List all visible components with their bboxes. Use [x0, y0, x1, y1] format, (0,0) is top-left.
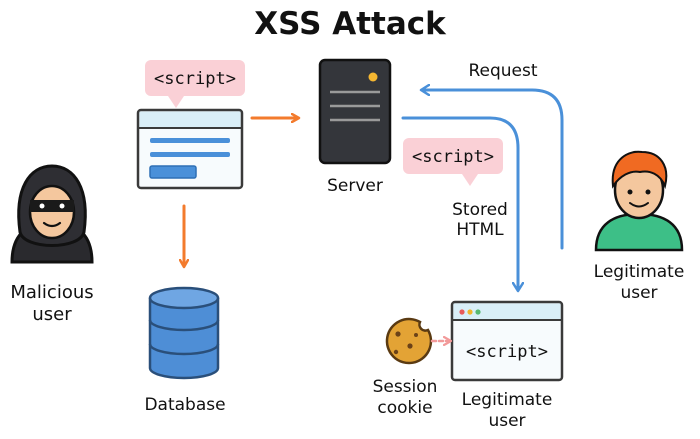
- stored-script-text: <script>: [412, 147, 494, 167]
- browser-form-icon: [136, 108, 244, 190]
- arrow-stored-html: [401, 116, 518, 290]
- database-icon: [148, 286, 220, 380]
- victim-browser-label-line1: Legitimate: [462, 390, 553, 410]
- browser-window-icon: <script>: [450, 300, 564, 382]
- cookie-icon: [385, 317, 433, 365]
- stored-html-caption-line2: HTML: [456, 220, 504, 240]
- server-icon: [318, 58, 392, 165]
- diagram-title: XSS Attack: [254, 6, 447, 42]
- stored-html-caption-line1: Stored: [452, 200, 508, 220]
- user-avatar-icon: [594, 150, 684, 252]
- script-tag-text: <script>: [154, 69, 236, 89]
- victim-browser-label-line2: user: [488, 411, 525, 431]
- attacker-label-line2: user: [32, 304, 72, 325]
- victim-label-line2: user: [620, 283, 657, 303]
- database-label: Database: [144, 395, 225, 415]
- victim-label-line1: Legitimate: [594, 262, 685, 282]
- script-tag-bubble: <script>: [145, 60, 245, 108]
- stored-script-bubble: <script>: [403, 138, 503, 186]
- attacker-label-line1: Malicious: [10, 282, 93, 303]
- cookie-label-line2: cookie: [377, 398, 432, 418]
- victim-script-text: <script>: [466, 342, 548, 362]
- hooded-attacker-icon: [10, 164, 94, 264]
- cookie-label-line1: Session: [373, 377, 438, 397]
- server-label: Server: [327, 176, 383, 196]
- arrow-request: [422, 90, 564, 250]
- request-label: Request: [468, 61, 537, 81]
